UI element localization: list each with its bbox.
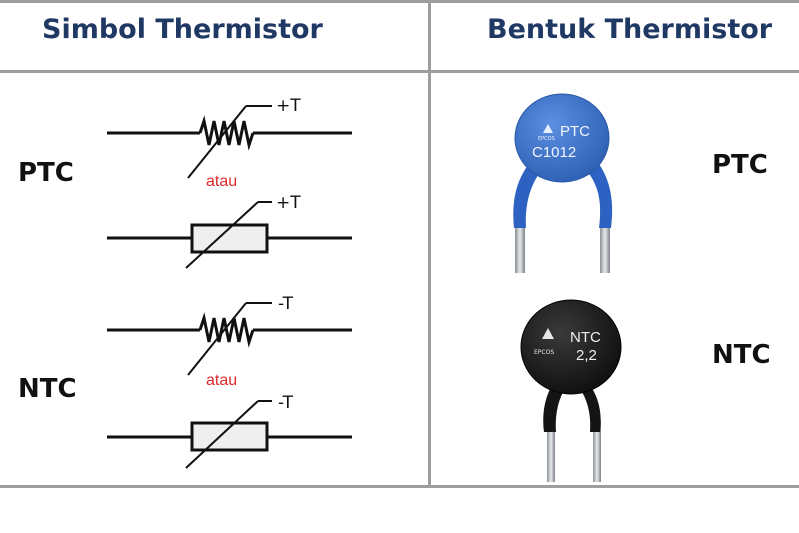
ntc-zigzag-symbol (107, 302, 352, 376)
epcos-logo-icon (543, 124, 553, 133)
ptc-or-text: atau (206, 173, 237, 190)
ntc-box-temp: -T (278, 393, 294, 413)
ntc-body-text-1: NTC (570, 329, 601, 346)
header-shape: Bentuk Thermistor (487, 14, 773, 45)
ntc-or-text: atau (206, 372, 237, 389)
ntc-brand: EPCOS (534, 349, 554, 356)
ntc-body-text-2: 2,2 (576, 347, 597, 364)
ptc-zigzag-symbol (107, 105, 352, 179)
ptc-component-image (513, 93, 613, 273)
ntc-box-symbol (107, 400, 352, 469)
ntc-zigzag-temp: -T (278, 294, 294, 314)
ptc-brand: EPCOS (538, 136, 555, 142)
ptc-box-temp: +T (276, 193, 301, 213)
top-border (0, 0, 799, 3)
ptc-box-symbol (107, 201, 352, 269)
bottom-border (0, 485, 799, 488)
ntc-component-label: NTC (712, 340, 771, 370)
ntc-component-image (520, 299, 622, 482)
ptc-symbol-label: PTC (18, 158, 74, 188)
ntc-symbol-label: NTC (18, 374, 77, 404)
ptc-zigzag-temp: +T (276, 96, 301, 116)
header-divider (0, 70, 799, 73)
ptc-component-label: PTC (712, 150, 768, 180)
ptc-body-text-1: PTC (560, 123, 590, 140)
column-divider (428, 0, 431, 488)
epcos-logo-icon (542, 328, 554, 339)
header-symbol: Simbol Thermistor (42, 14, 323, 45)
ptc-body-text-2: C1012 (532, 144, 576, 161)
